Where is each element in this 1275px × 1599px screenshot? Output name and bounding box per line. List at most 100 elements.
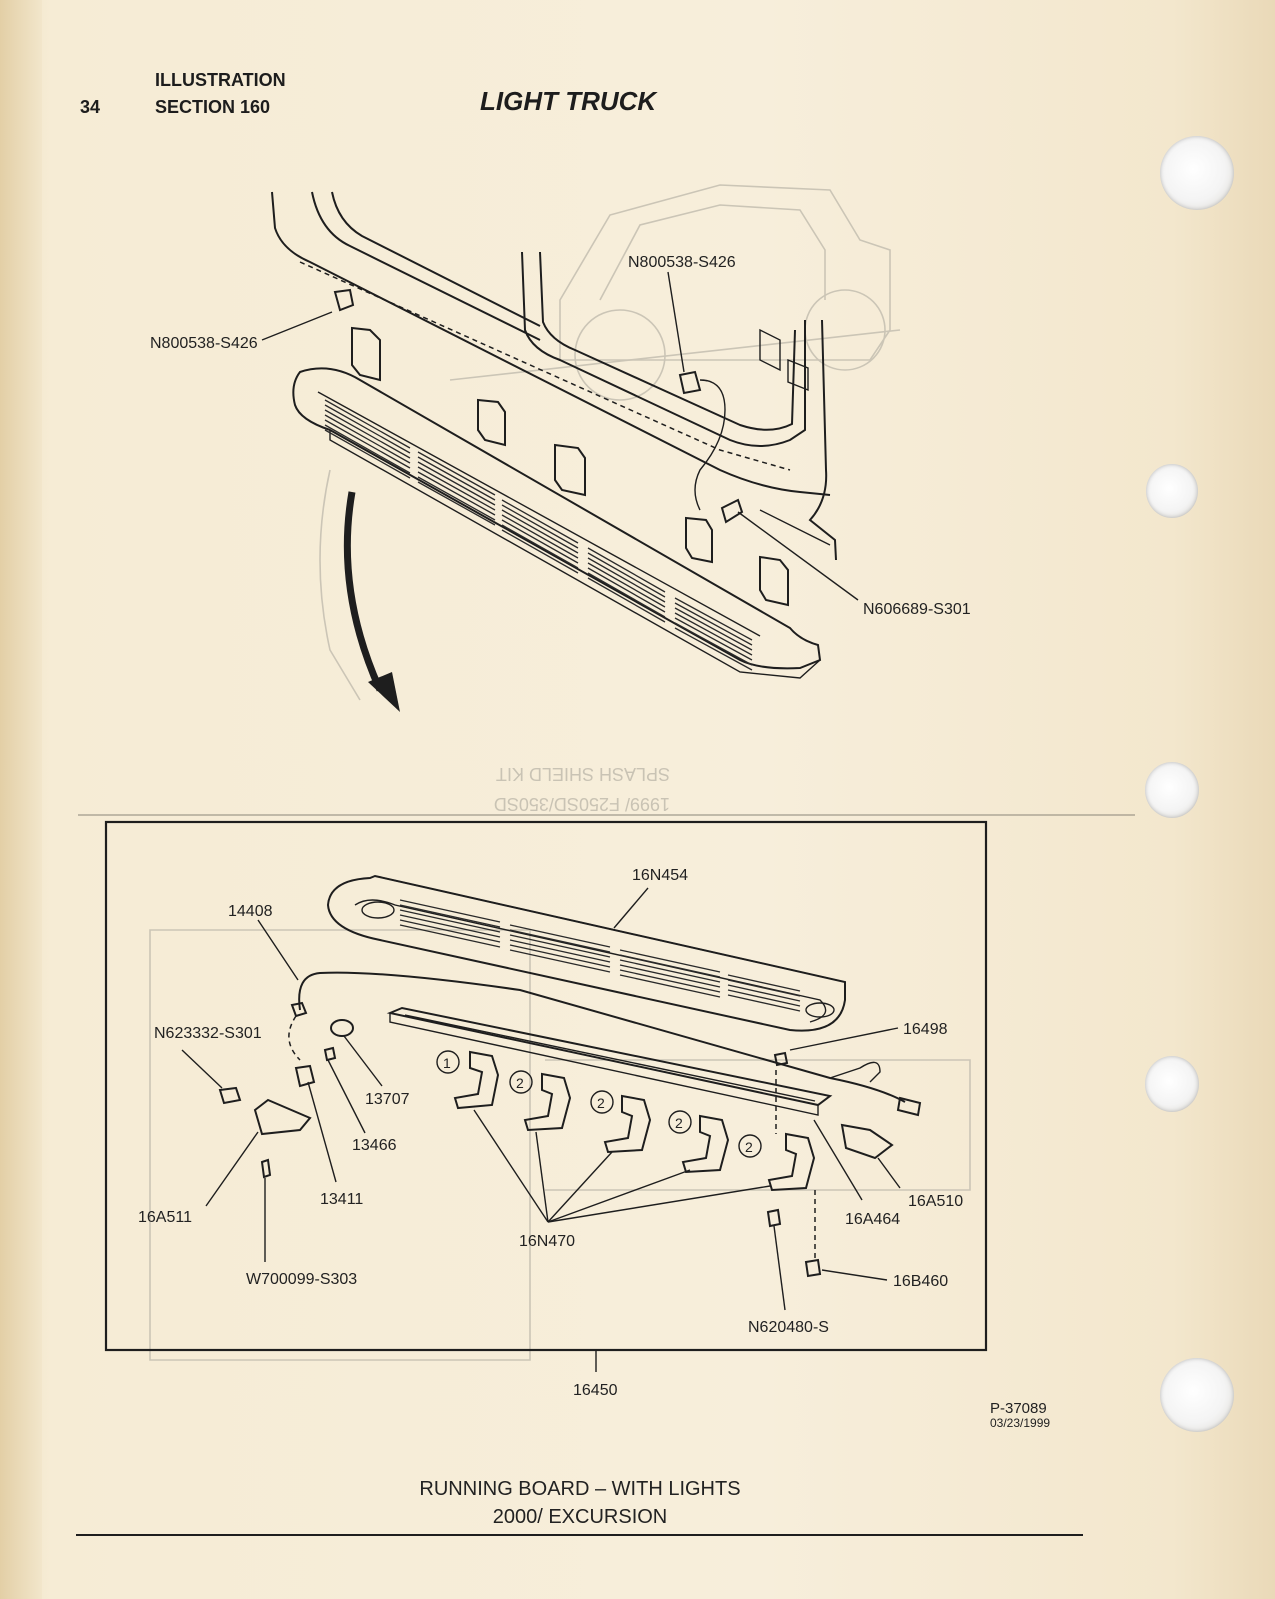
caption-line-1: RUNNING BOARD – WITH LIGHTS xyxy=(419,1478,741,1500)
running-board-top xyxy=(261,271,859,712)
slot-line xyxy=(324,414,411,464)
label-14408: 14408 xyxy=(228,903,273,920)
slot-line xyxy=(501,499,579,544)
slot-line xyxy=(399,904,501,928)
slot-line xyxy=(587,557,666,603)
slot-line xyxy=(417,471,496,516)
label-n620480: N620480-S xyxy=(748,1319,829,1336)
slot-line xyxy=(501,514,579,559)
figure-id: P-37089 xyxy=(990,1400,1047,1417)
slot-line xyxy=(501,509,579,554)
slot-line xyxy=(674,627,753,671)
callout-2b: 2 xyxy=(597,1095,605,1111)
slot-line xyxy=(417,461,496,506)
bleed-text-2: 1999/ F250SD/350SD xyxy=(494,794,670,814)
label-13707: 13707 xyxy=(365,1091,410,1108)
slot-line xyxy=(324,404,411,454)
slot-line xyxy=(501,529,579,574)
slot-line xyxy=(674,607,753,651)
page-binding-edge xyxy=(0,0,42,1599)
page-title: LIGHT TRUCK xyxy=(480,86,657,116)
slot-line xyxy=(509,934,611,958)
truck-body-lines xyxy=(271,191,837,561)
slot-line xyxy=(324,399,411,449)
slot-line xyxy=(399,899,501,923)
callout-2a: 2 xyxy=(516,1075,524,1091)
slot-line xyxy=(324,419,411,469)
callout-2d: 2 xyxy=(745,1139,753,1155)
slot-line xyxy=(619,969,721,993)
caption-line-2: 2000/ EXCURSION xyxy=(492,1506,668,1528)
slot-line xyxy=(587,552,666,598)
label-16n470: 16N470 xyxy=(519,1233,575,1250)
slot-line xyxy=(509,939,611,963)
slot-line xyxy=(417,456,496,501)
slot-line xyxy=(619,949,721,973)
detail-parts xyxy=(181,874,922,1372)
page-number: 34 xyxy=(80,97,101,117)
label-n606689: N606689-S301 xyxy=(863,601,971,618)
screw-fastener xyxy=(720,498,744,524)
slot-line xyxy=(417,481,496,526)
slot-line xyxy=(727,994,801,1012)
slot-line xyxy=(324,409,411,459)
slot-line xyxy=(674,602,753,646)
slot-line xyxy=(417,451,496,496)
step-pad-slots xyxy=(399,899,801,1012)
slot-line xyxy=(324,429,411,479)
slot-line xyxy=(674,612,753,656)
clip-fastener-right xyxy=(678,370,702,395)
slot-line xyxy=(587,572,666,618)
slot-line xyxy=(509,924,611,948)
label-13411: 13411 xyxy=(320,1191,363,1208)
callout-2c: 2 xyxy=(675,1115,683,1131)
label-16a510: 16A510 xyxy=(908,1193,963,1210)
slot-line xyxy=(674,597,753,641)
slot-line xyxy=(727,974,801,992)
bracket-16n470-5 xyxy=(767,1132,816,1192)
slot-line xyxy=(619,974,721,998)
slot-line xyxy=(501,524,579,569)
figure-date: 03/23/1999 xyxy=(990,1416,1051,1430)
label-16450: 16450 xyxy=(573,1382,618,1399)
label-16n454: 16N454 xyxy=(632,867,688,884)
slot-line xyxy=(509,949,611,973)
label-16b460: 16B460 xyxy=(893,1273,948,1290)
bracket-16n470-1 xyxy=(453,1050,500,1110)
slot-line xyxy=(417,466,496,511)
binder-hole-5 xyxy=(1160,1358,1234,1432)
slot-line xyxy=(399,909,501,933)
slot-line xyxy=(417,476,496,521)
binder-hole-1 xyxy=(1160,136,1234,210)
header-section: SECTION 160 xyxy=(155,97,271,117)
label-w700099: W700099-S303 xyxy=(246,1271,357,1288)
bracket-16n470-3 xyxy=(603,1094,652,1154)
label-n623332: N623332-S301 xyxy=(154,1025,262,1042)
label-16a511: 16A511 xyxy=(138,1209,192,1226)
running-board-slots xyxy=(324,399,753,671)
bracket-16n470-4 xyxy=(681,1114,730,1174)
label-n800538-right: N800538-S426 xyxy=(628,254,736,271)
binder-hole-3 xyxy=(1145,762,1199,818)
slot-line xyxy=(587,562,666,608)
slot-line xyxy=(619,954,721,978)
slot-line xyxy=(399,919,501,943)
slot-line xyxy=(509,929,611,953)
label-16498: 16498 xyxy=(903,1021,948,1038)
bracket-16n470-2 xyxy=(523,1072,572,1132)
slot-line xyxy=(619,959,721,983)
label-n800538-left: N800538-S426 xyxy=(150,335,258,352)
slot-line xyxy=(727,979,801,997)
callout-1: 1 xyxy=(443,1055,451,1071)
slot-line xyxy=(587,567,666,613)
slot-line xyxy=(399,924,501,948)
header-illustration: ILLUSTRATION xyxy=(155,70,286,90)
slot-line xyxy=(324,424,411,474)
slot-line xyxy=(587,547,666,593)
slot-line xyxy=(727,989,801,1007)
bleed-through-truck: SPLASH SHIELD KIT 1999/ F250SD/350SD xyxy=(149,184,971,1361)
slot-line xyxy=(619,964,721,988)
slot-line xyxy=(501,504,579,549)
